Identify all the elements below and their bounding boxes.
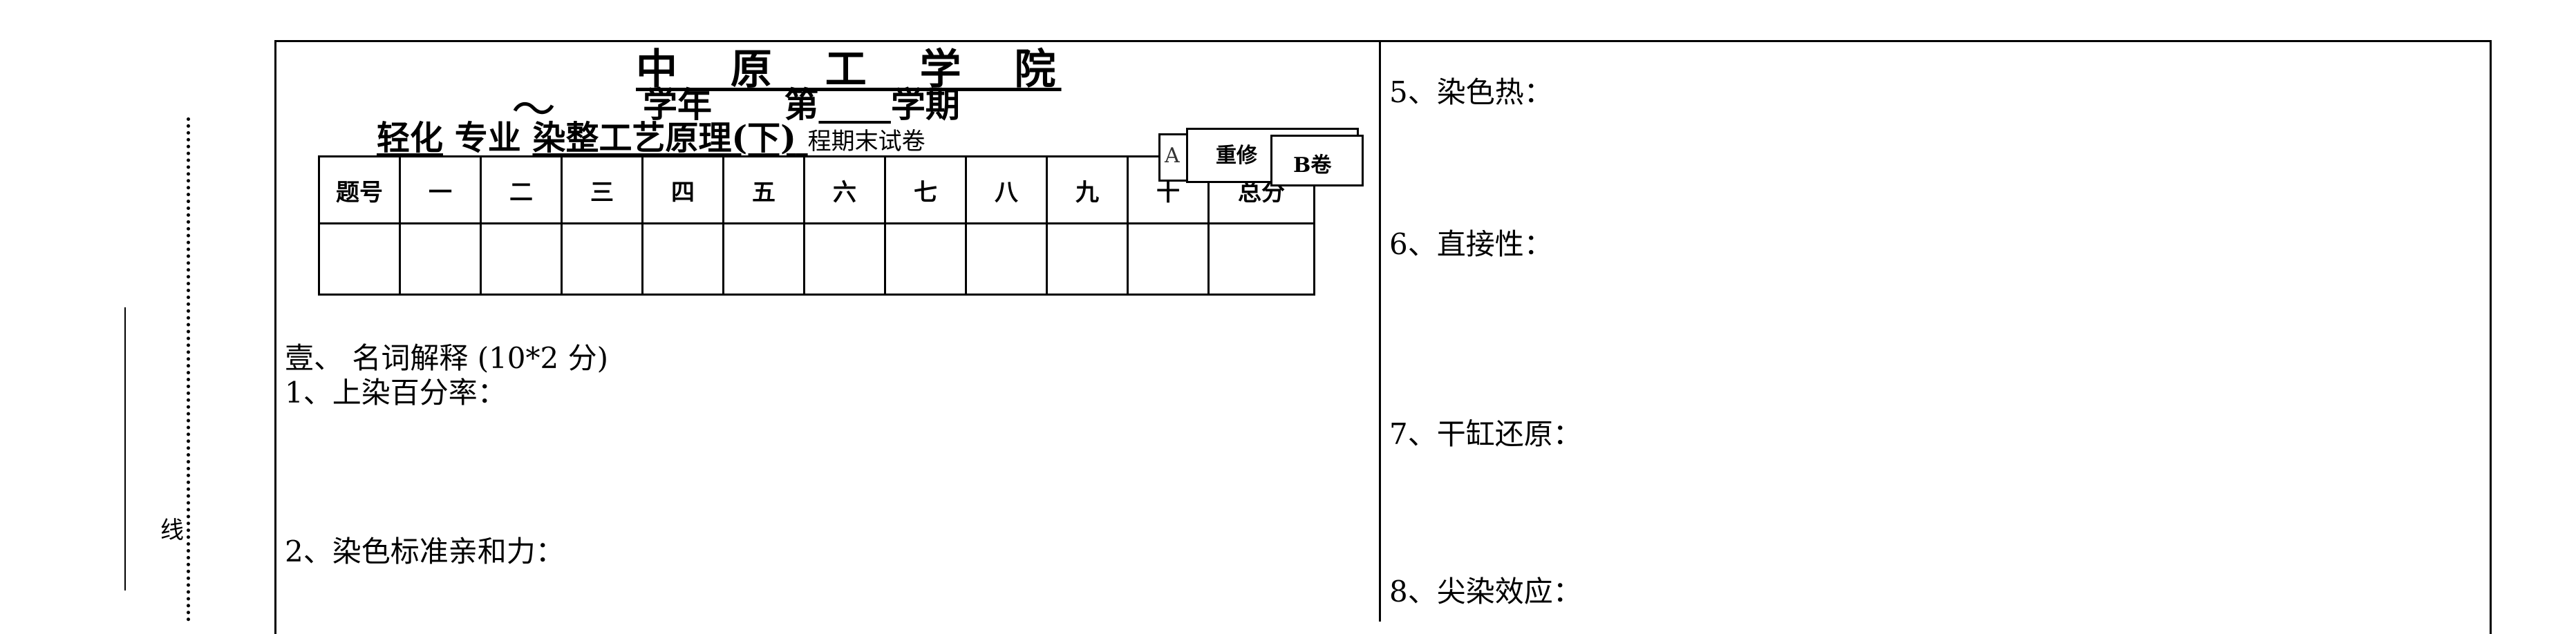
header-cell: 七 bbox=[884, 155, 967, 224]
retake-label: 重修 bbox=[1216, 144, 1257, 168]
major-label: 专业 bbox=[454, 119, 521, 157]
academic-term-line: 学年 第 学期 bbox=[643, 77, 960, 127]
term-suffix: 学期 bbox=[890, 84, 960, 125]
question-6: 6、直接性： bbox=[1389, 227, 1553, 261]
course-name: 染整工艺原理(下) bbox=[532, 119, 796, 157]
score-cell[interactable] bbox=[318, 222, 401, 296]
header-cell: 五 bbox=[722, 155, 805, 224]
score-cell[interactable] bbox=[399, 222, 482, 296]
score-cell[interactable] bbox=[641, 222, 724, 296]
year-tilde: ～ bbox=[511, 85, 556, 136]
question-1: 1、上染百分率： bbox=[285, 376, 507, 410]
score-cell[interactable] bbox=[884, 222, 967, 296]
column-divider bbox=[1379, 40, 1381, 622]
paper-b-label: B卷 bbox=[1293, 153, 1332, 177]
major-value: 轻化 bbox=[377, 119, 444, 157]
header-cell: 题号 bbox=[318, 155, 401, 224]
binding-dotted-line bbox=[187, 117, 190, 622]
score-cell[interactable] bbox=[722, 222, 805, 296]
header-cell: 三 bbox=[561, 155, 643, 224]
school-name: 中 原 工 学 院 bbox=[636, 46, 1062, 94]
score-cell[interactable] bbox=[561, 222, 643, 296]
score-cell[interactable] bbox=[803, 222, 886, 296]
header-cell: 八 bbox=[965, 155, 1048, 224]
score-cell[interactable] bbox=[1046, 222, 1129, 296]
binding-solid-line bbox=[124, 307, 126, 590]
header-cell: 二 bbox=[480, 155, 563, 224]
header-cell: 四 bbox=[641, 155, 724, 224]
year-label: 学年 bbox=[643, 84, 712, 125]
header-cell: 六 bbox=[803, 155, 886, 224]
question-2: 2、染色标准亲和力： bbox=[285, 535, 565, 568]
score-cell[interactable] bbox=[480, 222, 563, 296]
question-5: 5、染色热： bbox=[1389, 75, 1553, 109]
score-table-blank-row bbox=[318, 222, 1315, 296]
paper-b-box: B卷 bbox=[1270, 135, 1364, 186]
score-cell-total[interactable] bbox=[1207, 222, 1315, 296]
header-cell: 一 bbox=[399, 155, 482, 224]
question-8: 8、尖染效应： bbox=[1389, 575, 1582, 608]
binding-line-char: 线 bbox=[160, 517, 184, 544]
exam-frame bbox=[274, 40, 2492, 634]
score-table-header-row: 题号 一 二 三 四 五 六 七 八 九 十 总分 bbox=[318, 155, 1315, 224]
exam-type: 程期末试卷 bbox=[807, 128, 925, 155]
question-7: 7、干缸还原： bbox=[1389, 417, 1582, 451]
score-cell[interactable] bbox=[1127, 222, 1210, 296]
header-cell: 九 bbox=[1046, 155, 1129, 224]
score-table: 题号 一 二 三 四 五 六 七 八 九 十 总分 bbox=[318, 155, 1315, 296]
paper-a-label: A bbox=[1165, 144, 1180, 168]
term-prefix: 第 bbox=[784, 84, 819, 125]
section-title: 壹、 名词解释 (10*2 分) bbox=[285, 341, 608, 375]
score-cell[interactable] bbox=[965, 222, 1048, 296]
course-line: 轻化 专业 染整工艺原理(下) 程期末试卷 bbox=[377, 111, 925, 159]
